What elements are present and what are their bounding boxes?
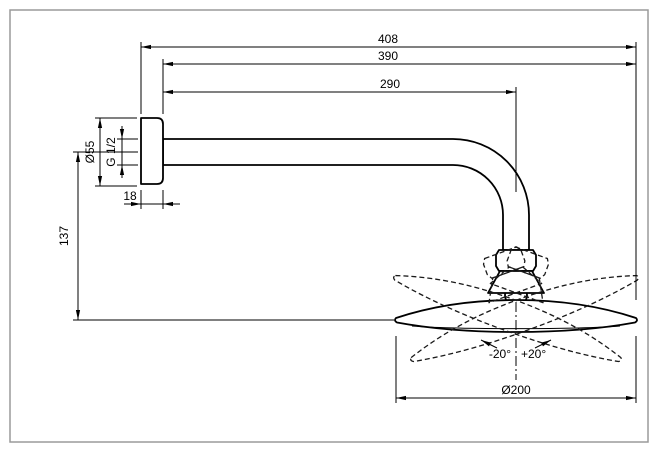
angle-label-minus20: -20° bbox=[489, 347, 511, 361]
connector-nut bbox=[495, 249, 537, 272]
angle-label-plus20: +20° bbox=[521, 347, 546, 361]
tilted-head-outline-minus20 bbox=[410, 274, 640, 363]
wall-flange bbox=[140, 117, 164, 185]
angle-arrow-plus20 bbox=[534, 339, 552, 349]
dim-label-290: 290 bbox=[380, 77, 400, 91]
tilted-cone-plus20 bbox=[489, 266, 544, 304]
tilted-head-minus20 bbox=[410, 246, 640, 363]
dim-label-dia55: Ø55 bbox=[83, 140, 97, 163]
drawing-border bbox=[9, 9, 649, 443]
tilted-nut-plus20 bbox=[506, 246, 550, 279]
dim-label-thread: G 1/2 bbox=[104, 137, 118, 167]
shower-arm-assembly bbox=[140, 117, 638, 333]
tilted-nut-minus20 bbox=[482, 246, 526, 279]
dimension-lines bbox=[73, 42, 637, 403]
dimension-labels: 408 390 290 Ø55 G 1/2 18 137 -20° +20° Ø… bbox=[57, 32, 546, 397]
dim-label-dia200: Ø200 bbox=[501, 383, 531, 397]
tilted-cone-minus20 bbox=[488, 266, 543, 304]
connector-cone bbox=[487, 270, 545, 294]
dim-label-18: 18 bbox=[123, 189, 137, 203]
dim-label-408: 408 bbox=[378, 32, 398, 46]
tilted-head-plus20 bbox=[392, 246, 622, 363]
tilted-head-outline-plus20 bbox=[392, 274, 622, 363]
angle-arrow-minus20 bbox=[480, 339, 498, 349]
shower-arm-tube bbox=[162, 138, 530, 251]
dim-label-137: 137 bbox=[57, 226, 71, 246]
dim-label-390: 390 bbox=[378, 49, 398, 63]
